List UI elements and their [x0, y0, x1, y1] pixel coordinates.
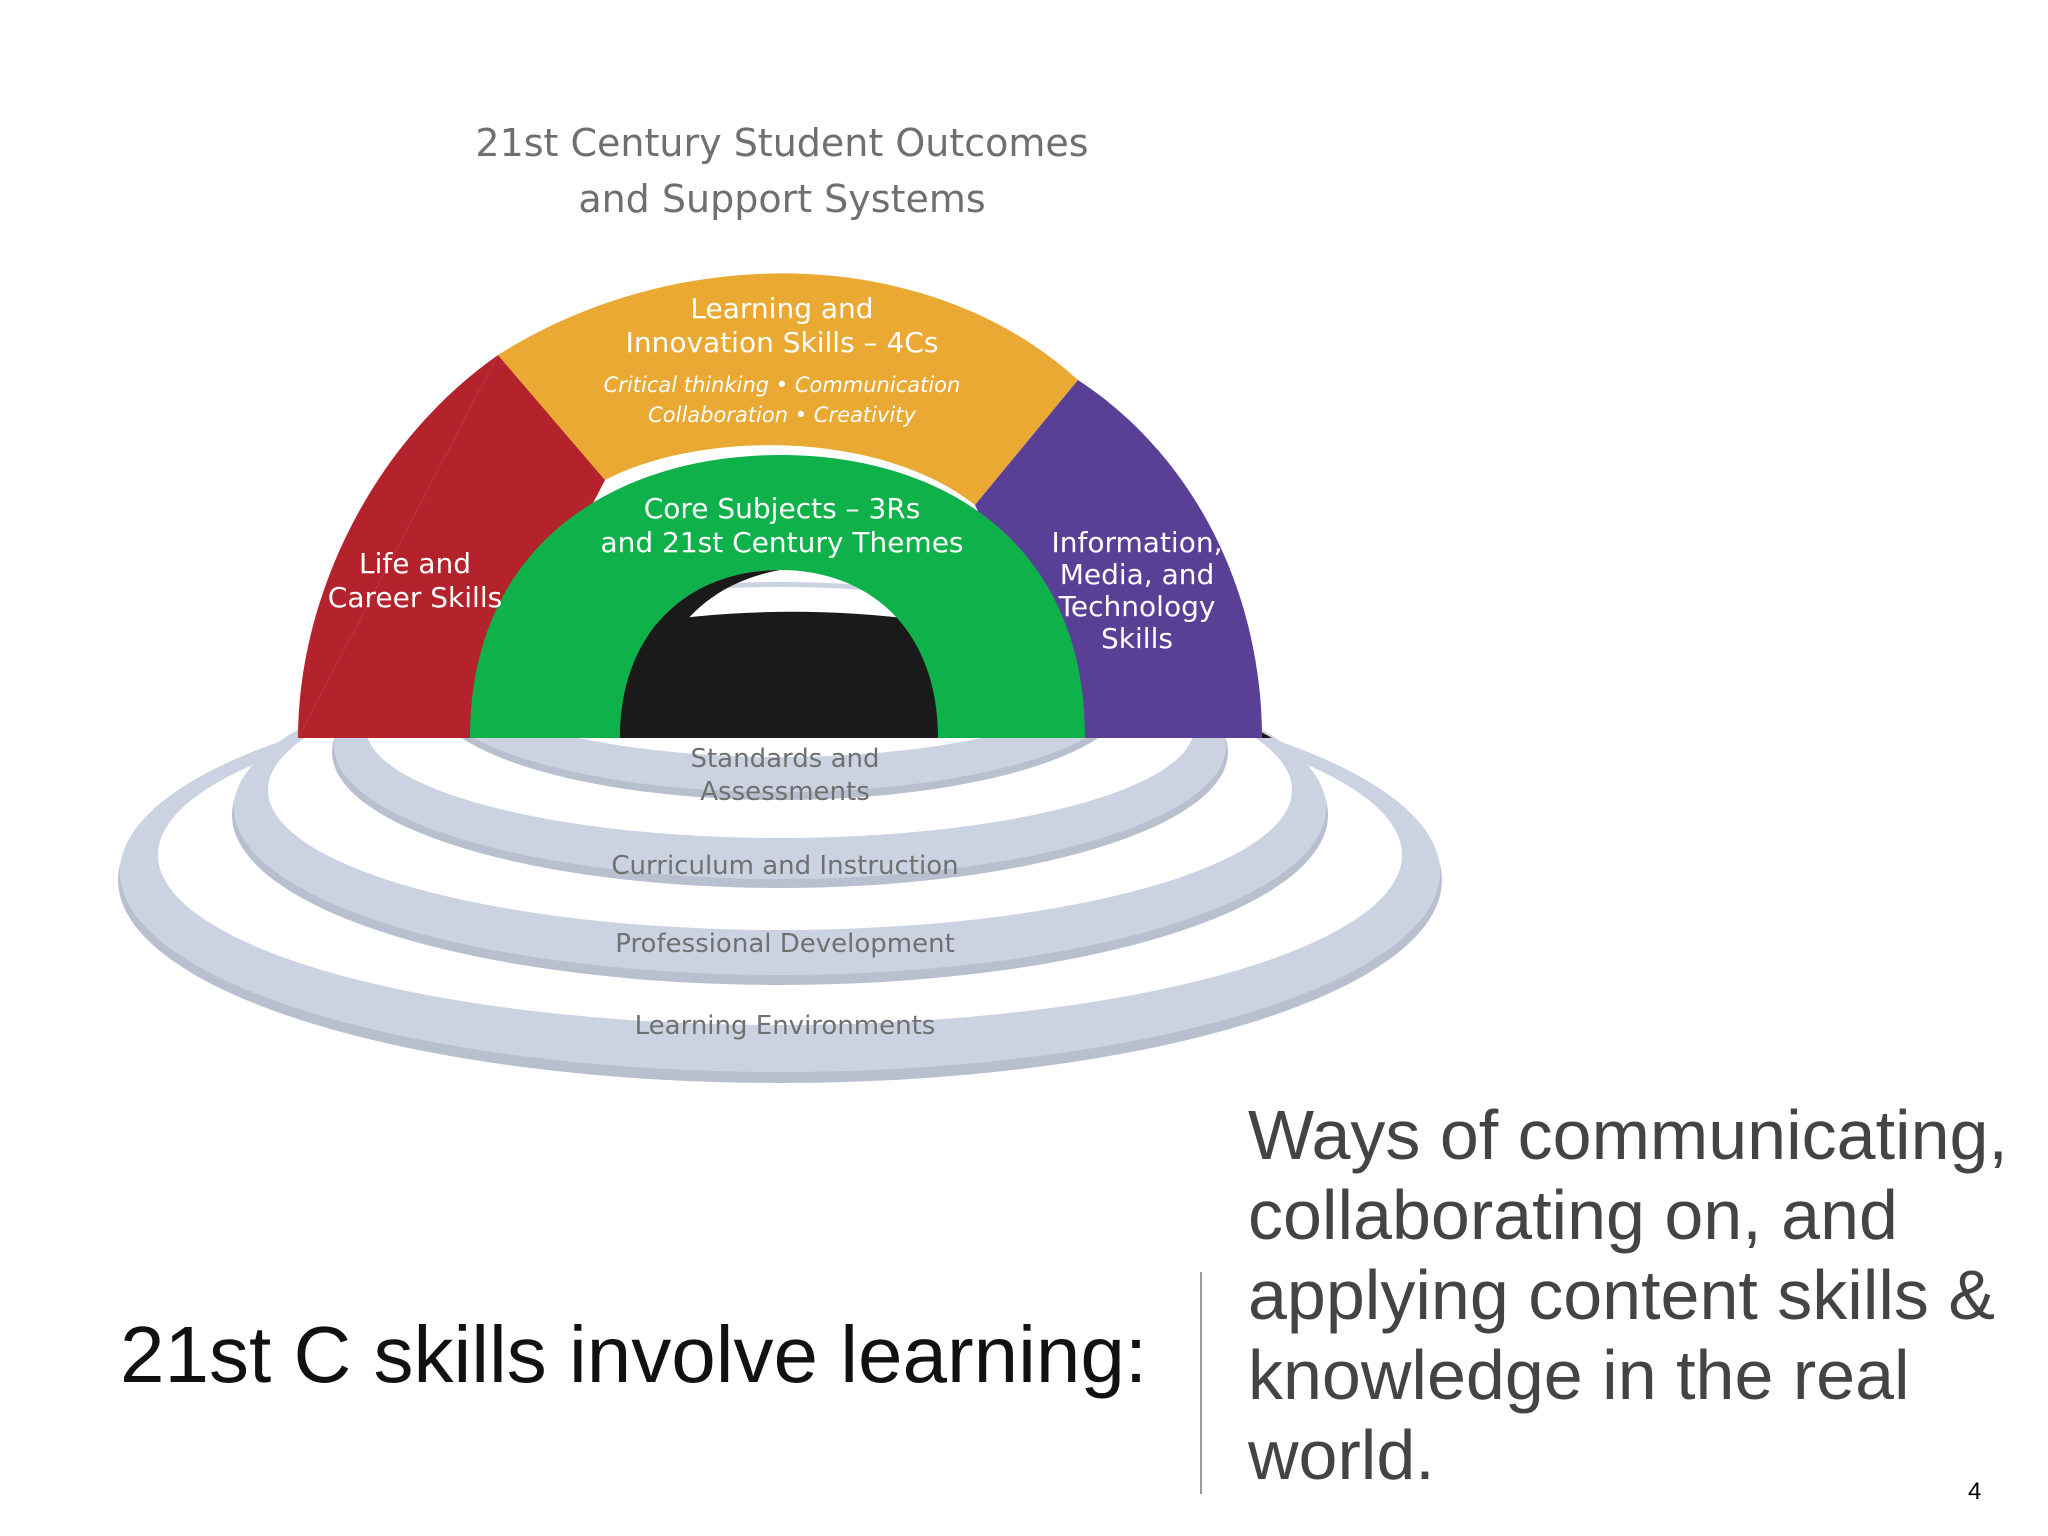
rainbow-diagram: 21st Century Student Outcomes and Suppor…	[118, 121, 1442, 1083]
vertical-divider	[1200, 1272, 1202, 1494]
ring-label-standards-line2: Assessments	[700, 777, 870, 807]
learning-innovation-sub-line2: Collaboration • Creativity	[648, 403, 916, 427]
ring-label-environments: Learning Environments	[635, 1011, 936, 1041]
life-career-label-line1: Life and	[359, 547, 471, 580]
information-media-label-line4: Skills	[1101, 622, 1173, 655]
ring-label-professional: Professional Development	[615, 929, 955, 959]
information-media-label-line1: Information,	[1052, 526, 1223, 559]
description-text: Ways of communicating, collaborating on,…	[1248, 1096, 2008, 1494]
page-number: 4	[1968, 1478, 1982, 1505]
information-media-label-line3: Technology	[1058, 590, 1216, 623]
life-career-label-line2: Career Skills	[328, 581, 502, 614]
diagram-title-line2: and Support Systems	[578, 177, 985, 221]
arc-core-subjects	[470, 455, 1085, 738]
learning-innovation-label-line1: Learning and	[690, 292, 873, 325]
arc-life-career-outer	[298, 355, 498, 738]
learning-innovation-label-line2: Innovation Skills – 4Cs	[626, 326, 939, 359]
arc-learning-innovation	[498, 273, 1078, 505]
core-subjects-label-line2: and 21st Century Themes	[600, 526, 963, 559]
ring-label-curriculum: Curriculum and Instruction	[611, 851, 958, 881]
information-media-label-line2: Media, and	[1060, 558, 1215, 591]
arc-life-career	[298, 355, 605, 738]
core-subjects-label-line1: Core Subjects – 3Rs	[644, 492, 921, 525]
learning-innovation-sub-line1: Critical thinking • Communication	[604, 373, 961, 397]
inner-arch-shadow	[620, 570, 780, 738]
headline: 21st C skills involve learning:	[120, 1310, 1148, 1399]
diagram-title-line1: 21st Century Student Outcomes	[475, 121, 1088, 165]
ring-label-standards-line1: Standards and	[690, 744, 879, 774]
